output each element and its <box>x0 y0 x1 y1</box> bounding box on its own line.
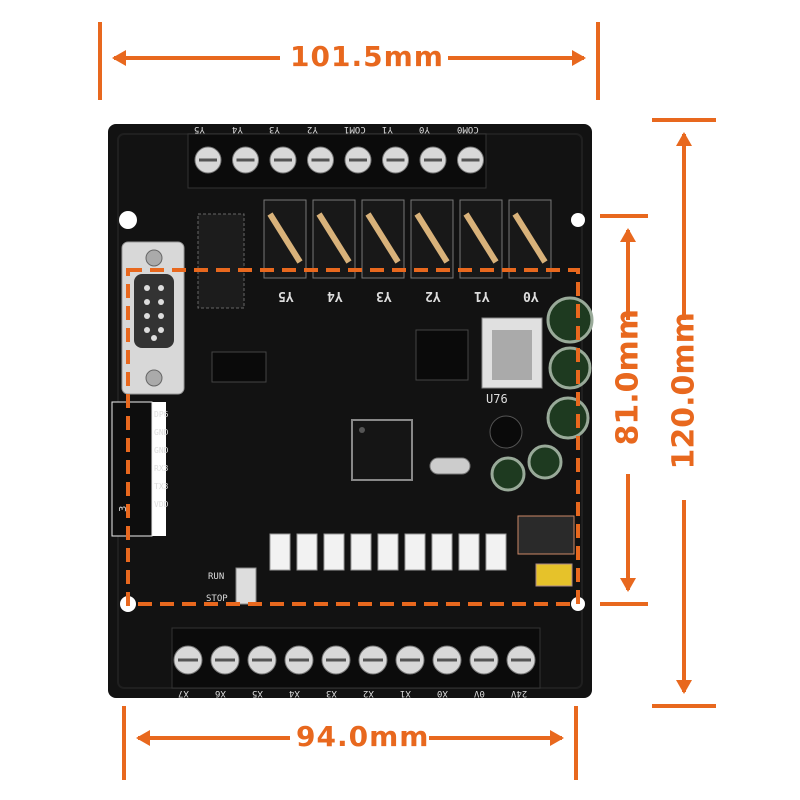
relay-label: Y3 <box>376 288 392 303</box>
optocoupler <box>485 533 507 571</box>
dashed-dimension-guide <box>126 268 580 606</box>
right-height-label: 120.0mm <box>666 312 702 470</box>
bottom-terminal-label: X2 <box>363 688 374 698</box>
relay-label: Y4 <box>327 288 343 303</box>
header-pin-label: GND <box>154 446 169 455</box>
fuse <box>535 563 573 587</box>
top-terminal-label: Y4 <box>231 124 243 134</box>
bottom-terminal-label: X5 <box>252 688 263 698</box>
resistor <box>512 212 548 264</box>
top-terminal-label: Y3 <box>269 124 280 134</box>
bottom-width-label: 94.0mm <box>296 720 430 753</box>
resistor <box>316 212 352 264</box>
optocoupler <box>377 533 399 571</box>
bottom-terminal-label: X4 <box>289 688 300 698</box>
resistor <box>414 212 450 264</box>
relay-label: Y2 <box>425 288 441 303</box>
top-terminal-label: COM0 <box>456 124 479 134</box>
top-terminal-label: Y1 <box>381 124 393 134</box>
header-pin-label: GND <box>154 428 169 437</box>
resistor <box>365 212 401 264</box>
resistor <box>463 212 499 264</box>
bottom-terminal-label: X7 <box>178 688 189 698</box>
resistor <box>267 212 303 264</box>
optocoupler <box>404 533 426 571</box>
relay-label: Y5 <box>278 288 294 303</box>
bottom-terminal-label: 24V <box>511 688 528 698</box>
voltage-regulator <box>481 317 543 389</box>
microcontroller-chip <box>351 419 413 481</box>
inner-height-label: 81.0mm <box>610 308 646 446</box>
header-pin-label: VDD <box>154 500 169 509</box>
svg-text:3: 3 <box>118 506 129 512</box>
regulator-label: U76 <box>486 392 508 406</box>
db9-serial-connector <box>121 241 185 395</box>
relay-slot <box>508 199 552 279</box>
relay-label: Y0 <box>523 288 539 303</box>
top-terminal-label: Y2 <box>306 124 318 134</box>
bottom-terminal-label: X6 <box>215 688 226 698</box>
header-pin-label: TX3 <box>154 482 169 491</box>
run-stop-switch <box>235 567 257 605</box>
mounting-hole <box>571 213 585 227</box>
bottom-terminal-label: X0 <box>437 688 448 698</box>
header-pin-label: RX3 <box>154 464 169 473</box>
optocoupler <box>431 533 453 571</box>
ic-chip <box>211 351 267 383</box>
bottom-terminal-label: X3 <box>326 688 337 698</box>
crystal-oscillator <box>429 457 471 475</box>
relay-label: Y1 <box>474 288 490 303</box>
inductor <box>517 515 575 555</box>
top-terminal-label: COM1 <box>344 124 366 134</box>
top-width-label: 101.5mm <box>290 40 444 73</box>
optocoupler <box>269 533 291 571</box>
top-terminal-label: Y5 <box>194 124 205 134</box>
bottom-terminal-label: 0V <box>474 688 485 698</box>
mounting-hole <box>119 211 137 229</box>
optocoupler <box>296 533 318 571</box>
stop-label: STOP <box>206 594 228 604</box>
ic-chip <box>197 213 245 309</box>
top-terminal-label: Y0 <box>419 124 430 134</box>
ic-chip <box>415 329 469 381</box>
optocoupler <box>350 533 372 571</box>
optocoupler <box>458 533 480 571</box>
bottom-terminal-label: X1 <box>400 688 411 698</box>
optocoupler <box>323 533 345 571</box>
header-pin-label: DP6 <box>154 410 169 419</box>
run-label: RUN <box>208 572 225 582</box>
